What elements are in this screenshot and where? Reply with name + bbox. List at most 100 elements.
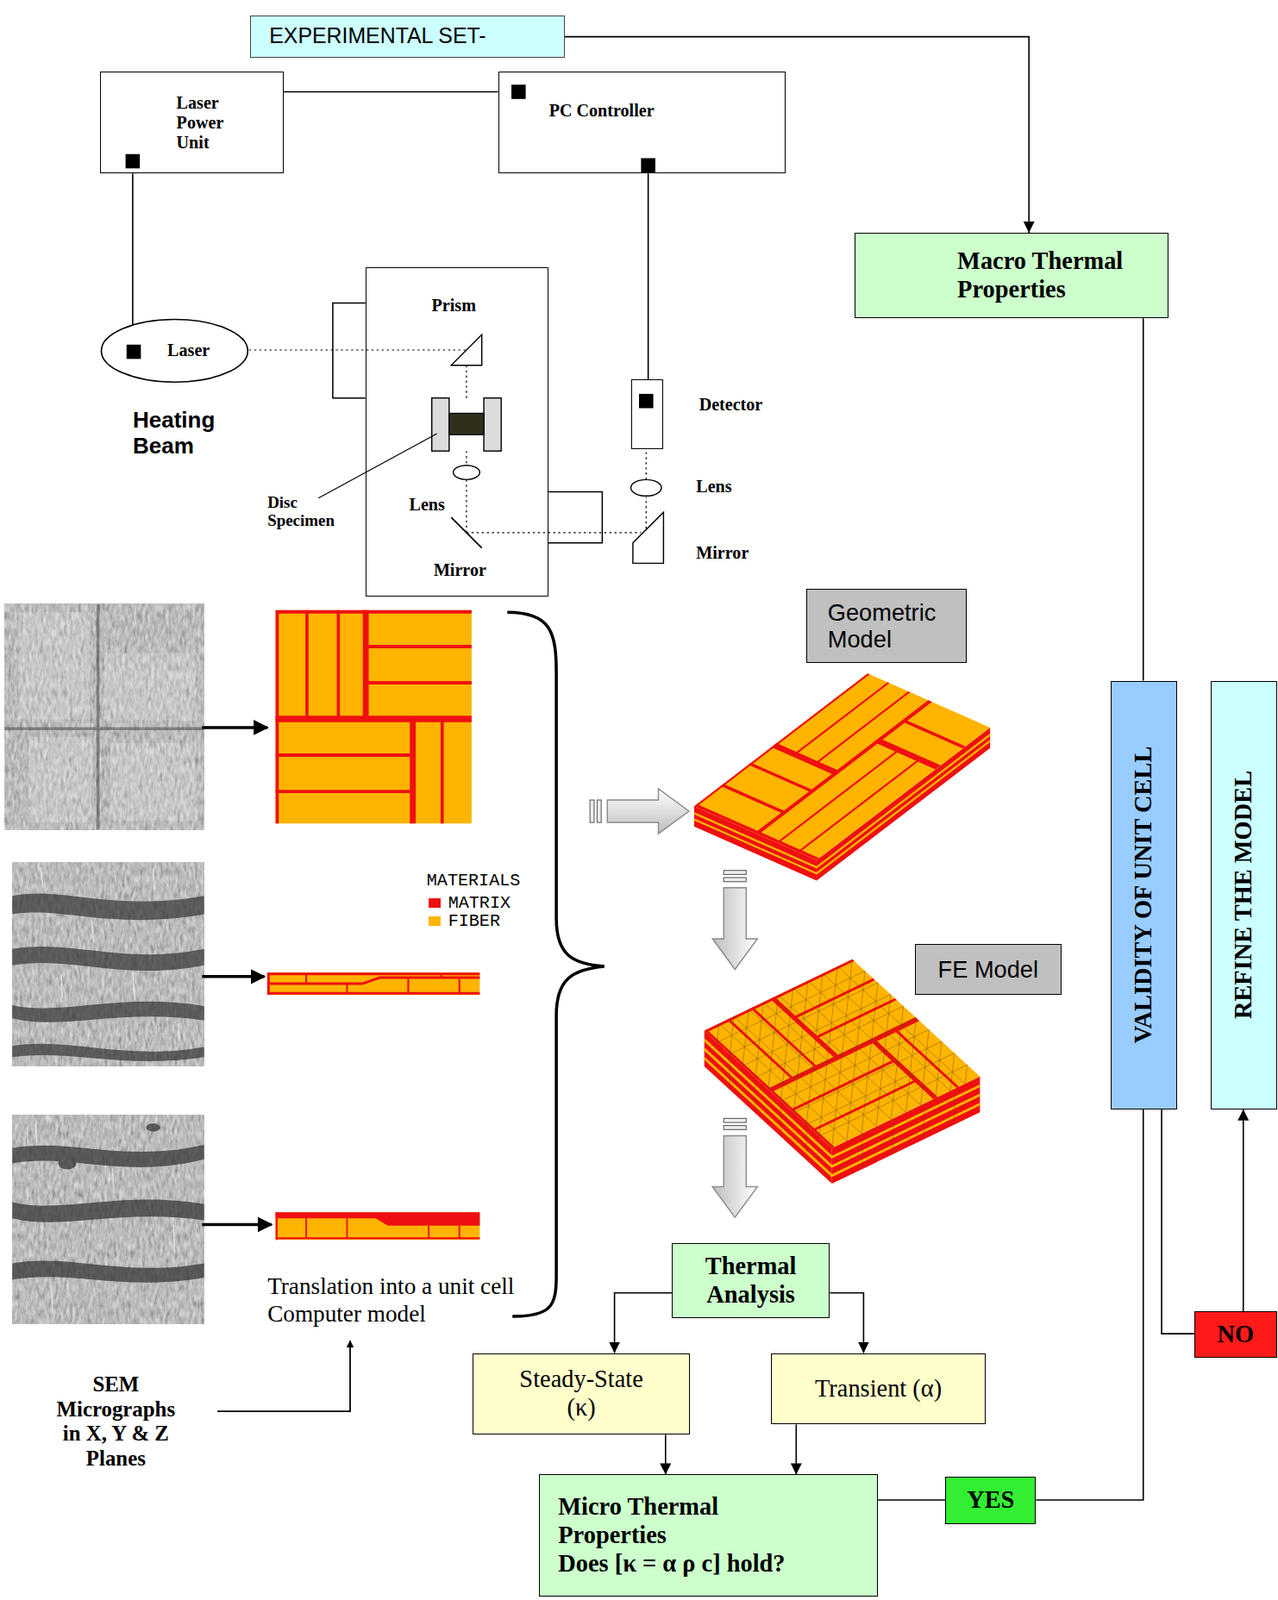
unit-cell-drawing bbox=[306, 1218, 460, 1240]
apparatus-drawing bbox=[465, 451, 467, 466]
connector-port bbox=[511, 84, 527, 100]
equipment-box: Laser Power Unit bbox=[100, 71, 284, 174]
sem-micrograph bbox=[173, 1224, 175, 1253]
unit-cell-drawing bbox=[306, 973, 460, 995]
sem-micrograph bbox=[28, 737, 92, 823]
connector bbox=[1242, 1109, 1245, 1312]
process-box: Transient (α) bbox=[770, 1353, 987, 1426]
action-band: REFINE THE MODEL bbox=[1210, 681, 1278, 1110]
unit-cell-drawing bbox=[267, 972, 480, 996]
sem-micrograph bbox=[12, 1145, 205, 1168]
node-text: Macro Thermal Properties bbox=[957, 247, 1147, 304]
process-box: Steady-State (κ) bbox=[472, 1353, 690, 1436]
node-text: Laser Power Unit bbox=[176, 93, 224, 153]
connector bbox=[829, 1293, 864, 1354]
part-label: Lens bbox=[695, 476, 732, 497]
connector bbox=[1035, 1109, 1143, 1501]
setup-title-box: EXPERIMENTAL SET- bbox=[250, 15, 565, 59]
decision-yes: YES bbox=[945, 1477, 1036, 1526]
decision-no: NO bbox=[1194, 1311, 1278, 1359]
sem-micrograph bbox=[5, 726, 205, 731]
sem-micrograph bbox=[112, 1168, 114, 1195]
connector bbox=[283, 91, 499, 94]
apparatus-drawing bbox=[453, 465, 481, 481]
apparatus-drawing bbox=[465, 365, 467, 399]
unit-cell-drawing bbox=[267, 972, 480, 996]
apparatus-drawing bbox=[249, 349, 467, 351]
connector-port bbox=[640, 157, 656, 173]
connector bbox=[877, 1499, 946, 1502]
laser-ellipse: Laser bbox=[100, 318, 250, 384]
node-text: Lens bbox=[408, 494, 445, 515]
sem-micrograph bbox=[178, 1023, 180, 1041]
connector bbox=[614, 1293, 672, 1354]
connector-group bbox=[132, 37, 1244, 1501]
sem-micrograph bbox=[12, 893, 205, 921]
beam-label: Heating Beam bbox=[132, 407, 215, 460]
sem-micrograph bbox=[12, 1002, 205, 1023]
pointer-arrow bbox=[217, 1340, 351, 1412]
connector bbox=[647, 173, 650, 380]
result-box: Macro Thermal Properties bbox=[854, 232, 1170, 319]
node-text: REFINE THE MODEL bbox=[1229, 770, 1259, 1020]
apparatus-drawing bbox=[645, 496, 647, 529]
apparatus-drawing bbox=[466, 532, 641, 533]
apparatus-drawing bbox=[318, 433, 437, 499]
flow-block-arrow bbox=[589, 789, 690, 834]
node-text: Does [κ = α ρ c] hold? bbox=[557, 1550, 785, 1579]
sem-micrograph bbox=[61, 974, 63, 998]
legend: MATRIXFIBER bbox=[428, 894, 511, 931]
connector bbox=[664, 1434, 667, 1475]
flow-block-arrow bbox=[712, 1118, 758, 1218]
node-text: Detector bbox=[699, 394, 764, 415]
node-text: Geometric Model bbox=[827, 599, 937, 654]
sem-micrograph bbox=[12, 1199, 205, 1222]
unit-cell-drawing bbox=[275, 610, 472, 824]
sem-micrograph bbox=[12, 893, 205, 1061]
connector bbox=[564, 37, 1030, 233]
connector-port bbox=[125, 154, 141, 170]
legend-row: MATRIX bbox=[428, 894, 511, 913]
node-text: VALIDITY OF UNIT CELL bbox=[1129, 746, 1159, 1045]
node-text: YES bbox=[966, 1486, 1015, 1516]
apparatus-drawing bbox=[249, 303, 665, 564]
apparatus-drawing bbox=[645, 450, 647, 480]
flow-block-arrow bbox=[589, 789, 758, 1218]
flow-block-arrow bbox=[712, 870, 758, 971]
node-text: Laser bbox=[167, 340, 210, 361]
apparatus-drawing bbox=[432, 398, 450, 452]
sem-micrograph bbox=[110, 743, 196, 821]
pointer-arrow bbox=[201, 726, 268, 730]
legend-text: MATRIX bbox=[448, 894, 511, 913]
apparatus-drawing bbox=[465, 479, 467, 533]
sem-micrograph bbox=[40, 867, 43, 889]
sem-micrograph bbox=[18, 612, 90, 720]
pointer-arrow bbox=[201, 727, 271, 1225]
decision-band: VALIDITY OF UNIT CELL bbox=[1110, 681, 1178, 1110]
detector-box: Detector bbox=[631, 379, 665, 449]
apparatus-drawing bbox=[332, 303, 366, 399]
process-box: Thermal Analysis bbox=[671, 1243, 830, 1320]
sem-micrograph bbox=[5, 604, 205, 831]
part-label: Mirror bbox=[695, 543, 749, 564]
model-tag: FE Model bbox=[914, 944, 1062, 996]
note-label: SEM Micrographs in X, Y & Z Planes bbox=[46, 1372, 185, 1472]
node-text: Steady-State (κ) bbox=[509, 1365, 653, 1423]
legend-swatch bbox=[428, 898, 441, 909]
sem-micrograph bbox=[12, 1123, 205, 1283]
sem-micrograph bbox=[40, 867, 180, 1041]
node-text: FE Model bbox=[938, 956, 1039, 984]
sem-micrograph bbox=[5, 604, 205, 831]
geometric-model-drawing bbox=[694, 673, 990, 881]
connector-port bbox=[126, 344, 142, 360]
sem-micrograph bbox=[96, 604, 101, 831]
unit-cell-drawing bbox=[267, 977, 480, 984]
node-text: PC Controller bbox=[549, 100, 655, 121]
sem-micrograph bbox=[57, 1157, 76, 1170]
unit-cell-drawing bbox=[275, 1212, 481, 1241]
grouping-brace bbox=[507, 612, 604, 1317]
illustration bbox=[5, 84, 990, 1412]
node-text: Mirror bbox=[433, 560, 487, 581]
legend-row: FIBER bbox=[428, 912, 511, 931]
sem-micrograph bbox=[145, 1123, 161, 1132]
